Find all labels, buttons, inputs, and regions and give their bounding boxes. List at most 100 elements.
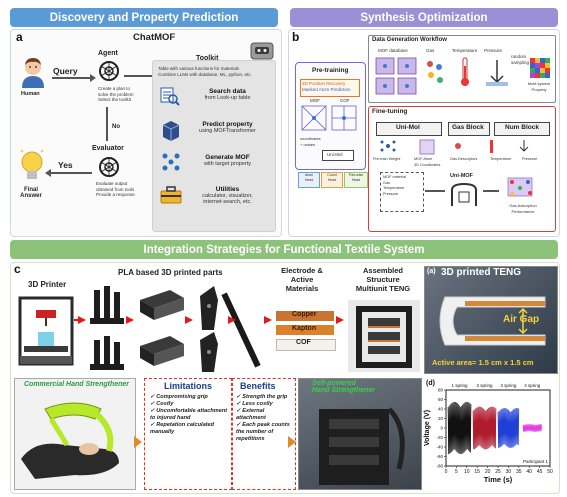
x-tick-label: 35: [516, 469, 522, 475]
multi-system-grid: [530, 58, 550, 78]
tool-utilities-sub: calculator, visualizer, internet-search,…: [202, 193, 253, 205]
banner-synthesis: Synthesis Optimization: [290, 8, 558, 27]
tool-generate-title: Generate MOF: [205, 154, 250, 161]
output-pressure: Pressure: [522, 157, 538, 161]
benefits-title: Benefits: [240, 381, 276, 391]
uni-mof-label: Uni-MOF: [450, 173, 473, 179]
data-label-pressure: Pressure: [484, 48, 503, 53]
toolkit-notes: Table with various functions for materia…: [158, 66, 270, 77]
teng-title: 3D printed TENG: [441, 267, 522, 278]
mof-label: MOF: [310, 98, 320, 103]
printer-graphic: [18, 296, 74, 366]
tool-predict-sub: using MOFTransformer: [199, 128, 256, 134]
series-label: 4 spring: [524, 383, 541, 388]
y-tick-label: 60: [438, 397, 444, 402]
limitations-title: Limitations: [164, 381, 213, 391]
benefit-to-photo-arrow: [288, 436, 296, 448]
toolkit-note: Table with various functions for materia…: [158, 66, 240, 71]
data-gen-title: Data Generation Workflow: [372, 37, 447, 43]
kapton-label: Kapton: [292, 325, 317, 332]
query-arrowhead: [90, 74, 96, 82]
block-gas-label: Gas Block: [452, 124, 484, 131]
x-tick-label: 15: [474, 469, 480, 475]
teng-tag: (a): [427, 268, 436, 275]
robot-icon: [250, 40, 274, 60]
arrow-electrode-assembled: [336, 316, 344, 324]
data-gen-box: [368, 35, 556, 103]
block-uni-mol: [376, 122, 442, 136]
tool-search-title: Search data: [209, 88, 246, 95]
data-label-gas: Gas: [426, 48, 435, 53]
yes-arrowhead: [45, 169, 51, 177]
limitation-item: ✓ Repetation calculated manually: [150, 422, 215, 435]
human-icon: [20, 56, 46, 88]
hand-to-lim-arrow: [134, 436, 142, 448]
limitations-box: [144, 378, 232, 490]
tool-predict-title: Predict property: [202, 121, 253, 128]
pla-parts-graphic: [88, 280, 266, 376]
temperature-graphic: [455, 56, 475, 88]
x-tick-label: 10: [464, 469, 470, 475]
block-gas: [448, 122, 490, 136]
series-line: [522, 424, 543, 432]
evaluator-note: obtained from tools: [96, 186, 135, 192]
uni-mol-small-label: Uni-Mol: [327, 152, 343, 157]
x-tick-label: 25: [495, 469, 501, 475]
series-line: [447, 401, 472, 455]
series-label: 1 spring: [452, 383, 469, 388]
no-label: No: [112, 124, 120, 130]
multi-system-label: Multi-system Property: [527, 81, 551, 92]
hand-photo: [14, 378, 136, 490]
arrow-bracket-rod: [228, 316, 236, 324]
arrow-printer-parts: [78, 316, 86, 324]
teng-photo: [424, 266, 558, 374]
y-tick-label: -40: [436, 445, 443, 450]
y-tick-label: 40: [438, 407, 444, 412]
arrow-rod-electrode: [264, 316, 272, 324]
x-tick-label: 5: [455, 469, 458, 475]
final-answer-label: Final Answer: [20, 187, 42, 199]
mof-material-box: [380, 172, 424, 212]
electrode-label: Electrode & Active Materials: [281, 266, 323, 293]
uni-mof-device: [448, 180, 480, 208]
series-label: 2 spring: [476, 383, 493, 388]
gas-perf-label: Gas Adsorption Performance: [509, 203, 537, 214]
agent-note: Select the toolkit: [98, 97, 132, 102]
y-tick-label: -20: [436, 435, 443, 440]
benefits-box: [232, 378, 296, 490]
benefits-list: ✓ Strength the grip ✓ Less costly ✓ Exte…: [236, 394, 292, 443]
y-axis-label: Voltage (V): [424, 410, 431, 446]
pretrain-item: Masked Atom Prediction: [302, 87, 351, 92]
yes-arrow: [50, 172, 92, 174]
head-atom: Atom Head: [298, 172, 320, 188]
banner-discovery: Discovery and Property Prediction: [10, 8, 278, 27]
limitation-item: ✓ Compromising grip: [150, 394, 208, 400]
agent-notes: Create a plan to solve the problem Selec…: [98, 86, 148, 103]
x-axis-label: Time (s): [484, 475, 513, 484]
tool-generate-sub: with target property: [203, 161, 252, 167]
chatmof-title: ChatMOF: [133, 32, 176, 43]
air-gap-label: Air Gap: [503, 314, 540, 325]
panel-c-letter: c: [14, 262, 21, 276]
uni-mol-small-box: [322, 150, 354, 161]
arrow-parts-pla: [126, 316, 134, 324]
data-label-temperature: Temperature: [452, 48, 478, 53]
yes-label: Yes: [58, 160, 73, 170]
agent-note: solve the problem: [98, 91, 134, 97]
toolkit-label: Toolkit: [196, 55, 219, 62]
x-tick-label: 30: [506, 469, 512, 475]
pretrain-heads: Atom Head Coord Head Pair-wise Head: [298, 172, 368, 188]
self-powered-label: Self-powered Hand Strengthener: [312, 380, 376, 394]
self-powered-photo: [298, 378, 422, 490]
pretrain-items-box: [300, 79, 360, 97]
mof-cof-structures: [300, 104, 358, 134]
x-tick-label: 45: [537, 469, 543, 475]
plot-tag: (d): [426, 380, 435, 387]
limitation-item: ✓ Uncomfortable attachment to injured ha…: [150, 408, 228, 421]
cof-material-label: COF: [296, 339, 311, 346]
x-tick-label: 50: [547, 469, 553, 475]
pressure-graphic: [484, 56, 510, 88]
output-mof-atom: MOF Atom 3D Coordinates: [414, 157, 441, 167]
head-pair: Pair-wise Head: [344, 172, 368, 188]
